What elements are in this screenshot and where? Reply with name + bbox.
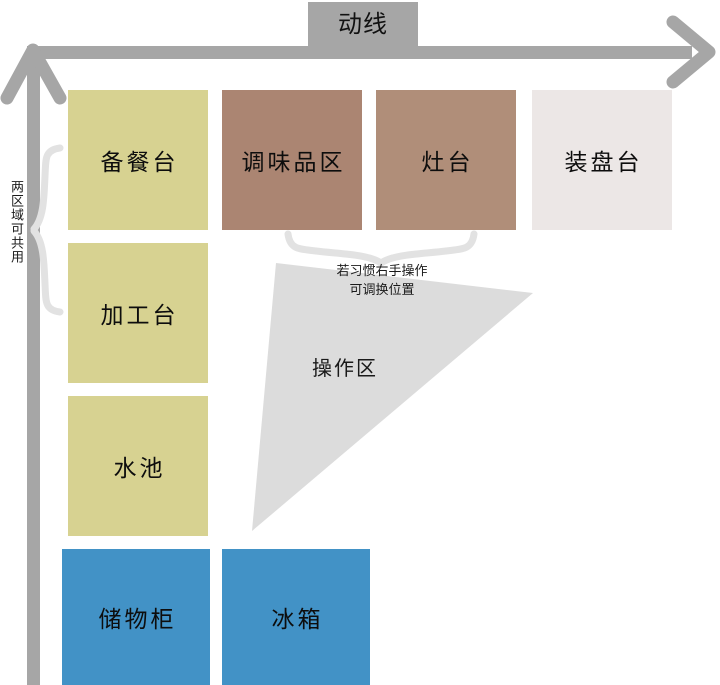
shared-zone-brace [30, 144, 64, 316]
flow-title-text: 动线 [338, 10, 388, 38]
block-label-sink: 水池 [113, 456, 166, 482]
block-label-stove: 灶台 [421, 150, 474, 176]
operation-zone-label: 操作区 [312, 356, 378, 380]
block-prep-counter[interactable]: 备餐台 [68, 90, 208, 230]
swap-note-line-2: 可调换位置 [349, 283, 415, 298]
block-label-storage-cabinet: 储物柜 [98, 607, 177, 633]
swap-note-brace [284, 230, 478, 267]
block-label-seasoning-area: 调味品区 [241, 150, 346, 176]
block-label-plating-counter: 装盘台 [564, 150, 643, 176]
block-label-prep-counter: 备餐台 [100, 150, 179, 176]
flow-title-box: 动线 [308, 2, 418, 46]
block-stove[interactable]: 灶台 [376, 90, 516, 230]
shared-zone-note: 两区域可共用 [8, 180, 23, 264]
block-seasoning-area[interactable]: 调味品区 [222, 90, 362, 230]
block-processing-counter[interactable]: 加工台 [68, 243, 208, 383]
operation-zone-shape [252, 263, 533, 531]
block-label-processing-counter: 加工台 [100, 303, 179, 329]
block-label-refrigerator: 冰箱 [271, 607, 324, 633]
swap-note-line-1: 若习惯右手操作 [336, 264, 428, 279]
block-sink[interactable]: 水池 [68, 396, 208, 536]
block-refrigerator[interactable]: 冰箱 [222, 549, 370, 685]
swap-position-note: 若习惯右手操作 可调换位置 [282, 262, 482, 300]
block-storage-cabinet[interactable]: 储物柜 [62, 549, 210, 685]
block-plating-counter[interactable]: 装盘台 [532, 90, 672, 230]
